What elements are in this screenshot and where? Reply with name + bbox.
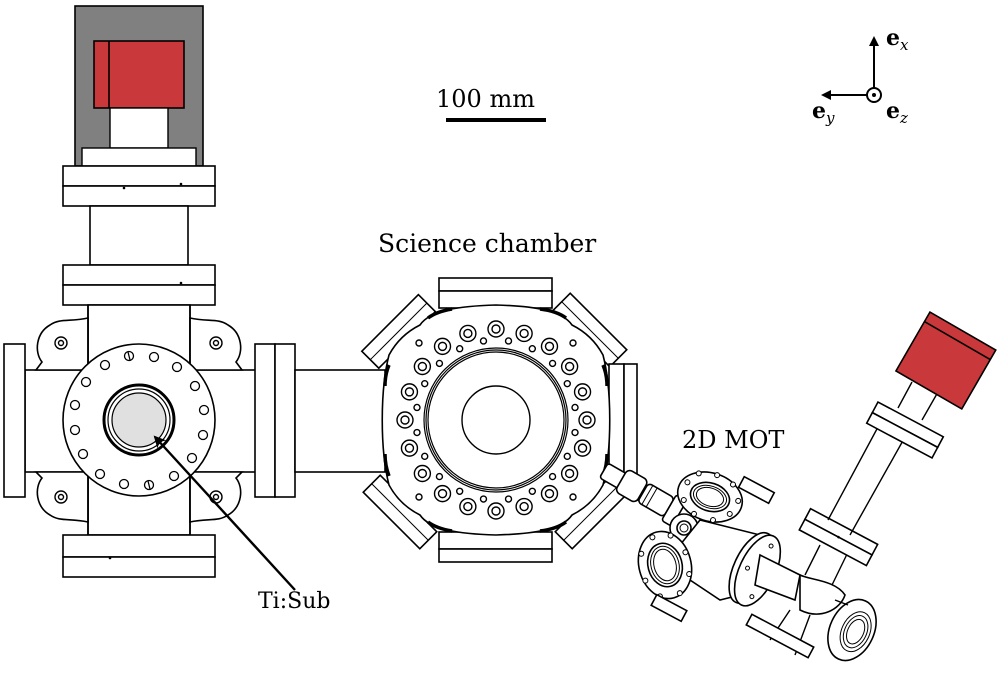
chamber-tap-hole xyxy=(413,428,421,437)
cross-bottom-flange xyxy=(62,534,216,578)
chamber-tap-hole xyxy=(479,495,488,503)
chamber-tap-hole xyxy=(421,379,429,388)
chamber-tap-hole xyxy=(528,345,537,353)
chamber-tap-hole xyxy=(479,337,488,345)
chamber-bolt-pattern xyxy=(396,320,596,520)
ti-sub-window xyxy=(111,392,167,448)
chamber-bolt-inner xyxy=(404,387,415,397)
ti-sub-pointer-arrow xyxy=(153,435,296,591)
right-side-flange-pair xyxy=(254,343,296,498)
chamber-bolt-inner xyxy=(463,501,473,512)
ez-label: ez xyxy=(886,98,908,127)
connecting-tube xyxy=(294,369,386,473)
chamber-bolt-inner xyxy=(564,468,575,479)
chamber-tap-hole xyxy=(548,359,557,368)
bolt-circle xyxy=(69,350,210,491)
chamber-tap-hole xyxy=(504,337,513,345)
chamber-bolt-inner xyxy=(437,488,448,499)
chamber-corner-hole xyxy=(415,493,423,501)
chamber-bolt-inner xyxy=(463,328,473,339)
chamber-tap-hole xyxy=(563,379,571,388)
chamber-tap-hole xyxy=(455,487,464,495)
chamber-bolt-inner xyxy=(564,361,575,372)
scale-bar-label: 100 mm xyxy=(436,85,535,113)
science-chamber xyxy=(360,277,638,563)
chamber-corner-hole xyxy=(569,339,577,347)
scale-bar: 100 mm xyxy=(436,85,546,122)
chamber-bolt-inner xyxy=(417,361,428,372)
chamber-bolt-inner xyxy=(519,328,529,339)
ion-pump-magnet xyxy=(93,40,185,109)
chamber-corner-hole xyxy=(415,339,423,347)
coordinate-axes: ex ey ez xyxy=(812,25,909,127)
ex-label: ex xyxy=(886,25,909,54)
chamber-tap-hole xyxy=(504,495,513,503)
chamber-tap-hole xyxy=(413,403,421,412)
chamber-tap-hole xyxy=(455,345,464,353)
chamber-tap-hole xyxy=(421,452,429,461)
chamber-tap-hole xyxy=(571,403,579,412)
cross-top-flange xyxy=(62,264,216,306)
chamber-bolt-inner xyxy=(400,415,410,425)
chamber-bolt-inner xyxy=(582,415,592,425)
chamber-bolt-inner xyxy=(437,341,448,352)
chamber-corner-hole xyxy=(569,493,577,501)
chamber-bolt-inner xyxy=(519,501,529,512)
top-flange-pair xyxy=(62,165,216,207)
chamber-bolt-inner xyxy=(404,443,415,453)
mot-2d-assembly xyxy=(599,310,997,662)
ti-sub-label: Ti:Sub xyxy=(258,589,330,614)
chamber-bolt-inner xyxy=(491,506,501,516)
upper-nipple-tube xyxy=(89,205,189,266)
chamber-tap-hole xyxy=(528,487,537,495)
chamber-tap-hole xyxy=(435,472,444,481)
chamber-tap-hole xyxy=(563,452,571,461)
chamber-tap-hole xyxy=(571,428,579,437)
left-side-flange xyxy=(3,343,26,498)
chamber-tap-hole xyxy=(435,359,444,368)
science-chamber-label: Science chamber xyxy=(378,229,596,258)
mot-2d-label: 2D MOT xyxy=(682,426,784,454)
mot-ion-pump xyxy=(894,310,997,411)
chamber-bolt-inner xyxy=(577,387,588,397)
chamber-bolt-inner xyxy=(544,341,555,352)
ti-sub-viewport-flange xyxy=(62,343,216,497)
chamber-tap-hole xyxy=(548,472,557,481)
chamber-bolt-inner xyxy=(544,488,555,499)
chamber-bolt-inner xyxy=(417,468,428,479)
central-viewport xyxy=(461,385,531,455)
chamber-bolt-inner xyxy=(577,443,588,453)
ey-label: ey xyxy=(812,98,835,127)
ion-pump-housing xyxy=(74,5,204,167)
chamber-bolt-inner xyxy=(491,324,501,334)
